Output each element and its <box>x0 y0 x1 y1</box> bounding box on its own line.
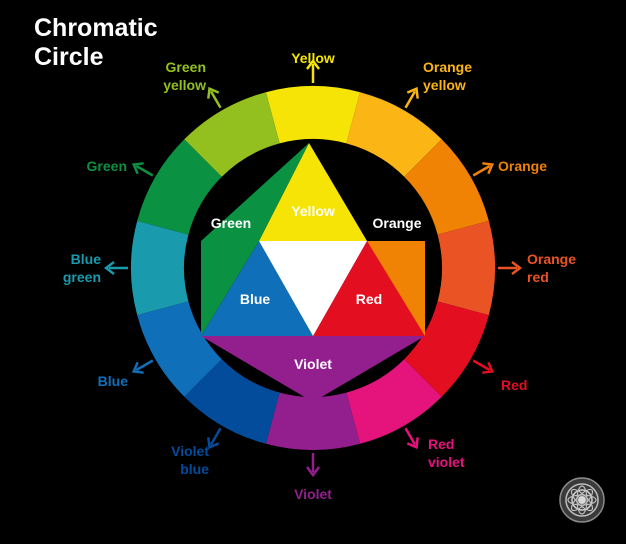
wheel-label-violet: Violet <box>294 486 332 502</box>
arrow-orange-yellow <box>404 86 419 109</box>
color-hexagon: Yellow Orange Red Violet Blue Green <box>201 143 425 402</box>
hex-label-violet: Violet <box>294 356 332 372</box>
wheel-segment-green-yellow <box>184 92 280 177</box>
hex-region-orange <box>309 143 425 336</box>
arrow-orange <box>472 162 495 177</box>
wheel-segment-green <box>137 139 222 235</box>
arrow-violet <box>306 453 320 478</box>
wheel-segment-orange-red <box>437 220 495 316</box>
wheel-segment-yellow <box>265 86 361 144</box>
wheel-segment-red-violet <box>346 359 442 444</box>
hex-center-triangle <box>259 241 367 336</box>
wheel-label-red: Red <box>501 377 527 393</box>
hex-region-blue <box>201 241 313 336</box>
hex-region-violet <box>201 336 425 402</box>
wheel-segment-violet-blue <box>184 359 280 444</box>
hex-region-yellow <box>259 143 367 241</box>
arrow-red <box>472 359 495 374</box>
arrow-yellow <box>306 58 320 83</box>
hex-region-green <box>201 143 309 336</box>
wheel-label-yellow: Yellow <box>291 50 335 66</box>
wheel-segment-blue <box>137 301 222 397</box>
wheel-segment-orange-yellow <box>346 92 442 177</box>
wheel-segment-red <box>404 301 489 397</box>
hex-label-green: Green <box>211 215 251 231</box>
color-wheel-ring <box>131 86 495 450</box>
arrow-blue-green <box>103 261 128 275</box>
page-title: Chromatic Circle <box>34 14 158 72</box>
hex-label-red: Red <box>356 291 382 307</box>
wheel-arrows <box>103 58 523 478</box>
hex-label-yellow: Yellow <box>291 203 335 219</box>
wheel-segment-violet <box>265 392 361 450</box>
wheel-segment-blue-green <box>131 220 189 316</box>
wheel-segment-orange <box>404 139 489 235</box>
title-line-1: Chromatic <box>34 14 158 42</box>
hex-label-blue: Blue <box>240 291 271 307</box>
wheel-label-blue: Blue <box>98 373 129 389</box>
hex-label-orange: Orange <box>372 215 421 231</box>
mandala-watermark-icon <box>559 477 605 523</box>
wheel-label-orange: Orange <box>498 158 547 174</box>
title-line-2: Circle <box>34 43 104 71</box>
arrow-violet-blue <box>207 427 222 450</box>
arrow-red-violet <box>404 427 419 450</box>
arrow-blue <box>131 359 154 374</box>
arrow-green <box>131 162 154 177</box>
hex-region-red <box>313 241 425 336</box>
arrow-orange-red <box>498 261 523 275</box>
arrow-green-yellow <box>207 86 222 109</box>
wheel-label-green: Green <box>87 158 127 174</box>
